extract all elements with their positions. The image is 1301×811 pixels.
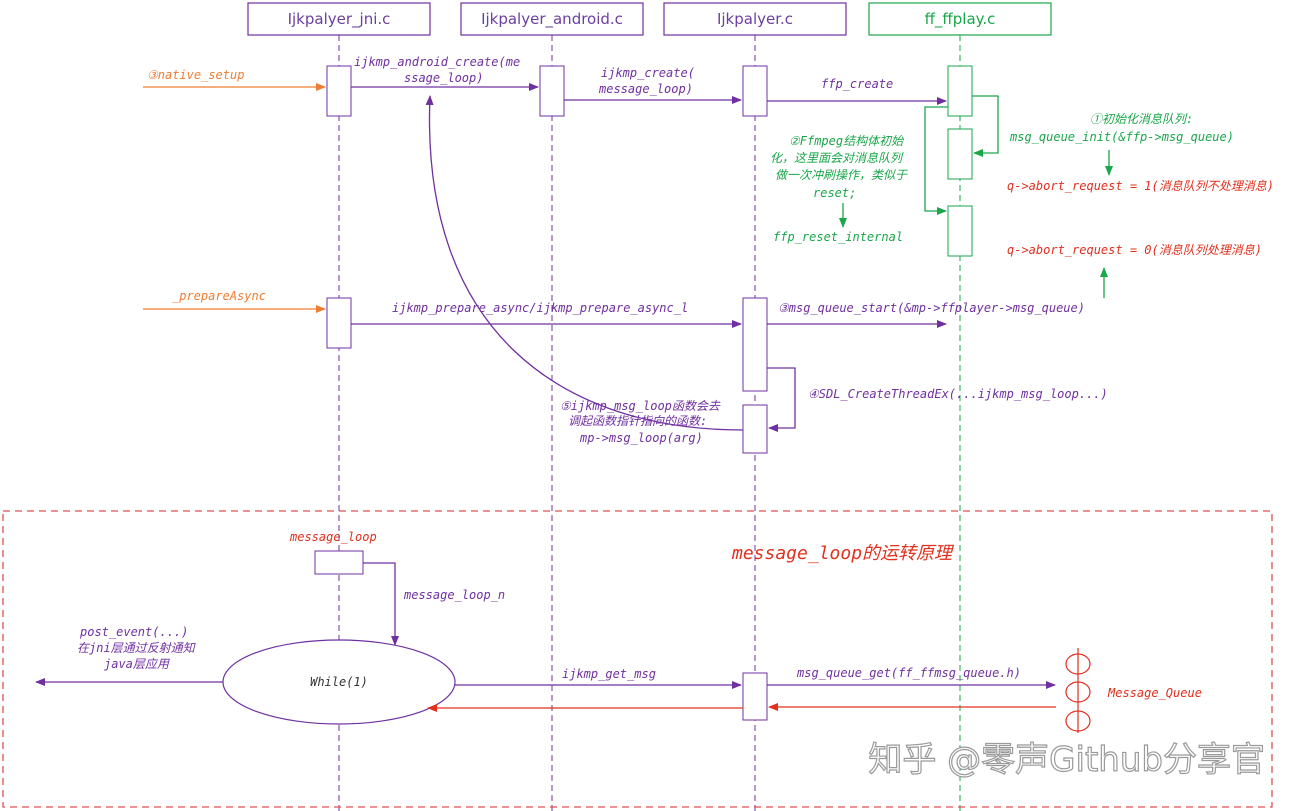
label-ijkmp-get-msg: ijkmp_get_msg xyxy=(562,667,656,681)
lane-header-player: Ijkpalyer.c xyxy=(663,2,847,36)
lane-title-player: Ijkpalyer.c xyxy=(717,10,793,28)
arrow-msg-loop-callback xyxy=(425,95,744,431)
label-reset-2: 化，这里面会对消息队列 xyxy=(770,151,904,165)
label-post-event-2: 在jni层通过反射通知 xyxy=(77,641,197,655)
label-msg-init-1: ①初始化消息队列: xyxy=(1090,112,1193,126)
lane-title-ffplay: ff_ffplay.c xyxy=(925,10,996,29)
activation-player-1 xyxy=(742,65,768,117)
label-prepare-call: ijkmp_prepare_async/ijkmp_prepare_async_… xyxy=(392,301,688,315)
label-msg-loop-3: mp->msg_loop(arg) xyxy=(579,431,703,445)
arrow-create-thread xyxy=(767,367,796,432)
label-msg-loop-1: ⑤ijkmp_msg_loop函数会去 xyxy=(560,399,721,413)
lane-title-android: Ijkpalyer_android.c xyxy=(481,10,623,29)
activation-ffplay-3 xyxy=(947,205,973,257)
lane-header-ffplay: ff_ffplay.c xyxy=(868,2,1052,36)
label-create-thread: ④SDL_CreateThreadEx(...ijkmp_msg_loop...… xyxy=(808,387,1108,401)
activation-ffplay-1 xyxy=(947,65,973,117)
activation-player-3 xyxy=(742,404,768,454)
label-native-setup: ③native_setup xyxy=(147,68,244,82)
lane-header-jni: Ijkpalyer_jni.c xyxy=(247,2,431,36)
activation-jni-2 xyxy=(326,297,352,349)
section-message-loop xyxy=(2,510,1273,808)
message-queue-icon xyxy=(1065,648,1091,733)
label-reset-1: ②Ffmpeg结构体初始 xyxy=(789,134,904,148)
label-abort-0: q->abort_request = 0(消息队列处理消息) xyxy=(1007,243,1262,257)
label-ijkmp-create-1: ijkmp_create( xyxy=(601,66,695,80)
activation-ffplay-2 xyxy=(947,128,973,180)
arrow-message-loop-n xyxy=(363,562,399,646)
label-ijkmp-create-2: message_loop) xyxy=(598,82,693,96)
label-message-loop-n: message_loop_n xyxy=(403,588,505,602)
activation-jni-1 xyxy=(326,65,352,117)
label-msg-init-2: msg_queue_init(&ffp->msg_queue) xyxy=(1009,130,1234,144)
activation-android-1 xyxy=(539,65,565,117)
arrow-msg-queue-init xyxy=(972,95,999,157)
lane-title-jni: Ijkpalyer_jni.c xyxy=(288,10,391,29)
arrow-ffp-reset xyxy=(924,106,948,215)
message-loop-box xyxy=(314,550,364,575)
label-android-create-1: ijkmp_android_create(me xyxy=(354,55,520,69)
activation-player-2 xyxy=(742,297,768,392)
label-ffp-create: ffp_create xyxy=(821,77,893,91)
label-message-loop: message_loop xyxy=(289,530,377,544)
label-msg-queue-start: ③msg_queue_start(&mp->ffplayer->msg_queu… xyxy=(778,301,1085,315)
label-post-event-1: post_event(...) xyxy=(79,625,188,639)
watermark: 知乎 @零声Github分享官 xyxy=(868,740,1265,780)
label-msg-queue-get: msg_queue_get(ff_ffmsg_queue.h) xyxy=(796,666,1021,680)
label-abort-1: q->abort_request = 1(消息队列不处理消息) xyxy=(1007,179,1274,193)
label-reset-4: reset; xyxy=(813,186,856,200)
lane-header-android: Ijkpalyer_android.c xyxy=(460,2,644,36)
label-message-queue: Message_Queue xyxy=(1107,686,1202,700)
label-msg-loop-2: 调起函数指针指向的函数: xyxy=(568,414,707,428)
section-title: message_loop的运转原理 xyxy=(731,543,955,564)
label-android-create-2: ssage_loop) xyxy=(404,71,483,85)
activation-player-4 xyxy=(742,672,768,721)
label-reset-3: 做一次冲刷操作，类似于 xyxy=(775,168,908,182)
label-prepare-async: _prepareAsync xyxy=(172,289,266,303)
label-while: While(1) xyxy=(310,675,368,689)
label-post-event-3: java层应用 xyxy=(104,657,170,671)
label-ffp-reset-internal: ffp_reset_internal xyxy=(773,230,903,244)
